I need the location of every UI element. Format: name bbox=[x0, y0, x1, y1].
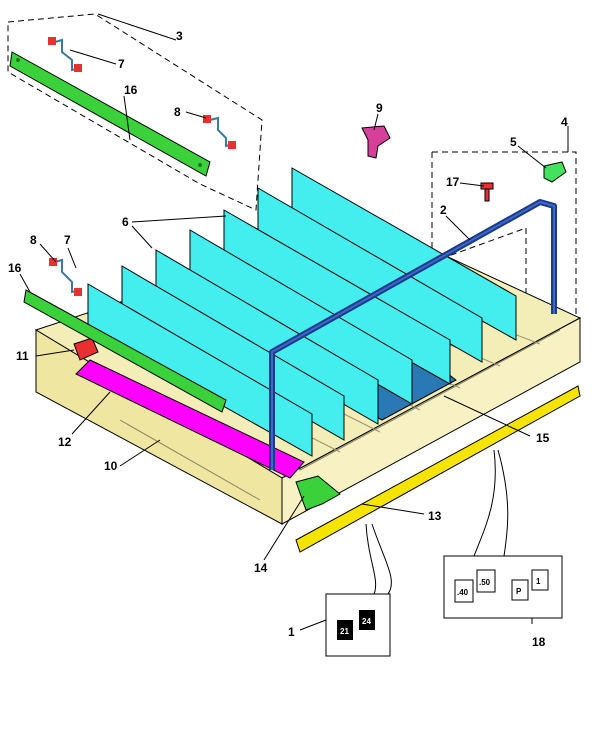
chip-label: P bbox=[516, 587, 522, 596]
part-14-pusher bbox=[295, 475, 341, 511]
inset-18-chips: .40 .50 P 1 bbox=[454, 569, 549, 603]
leader-lines bbox=[19, 13, 569, 631]
callout-15: 15 bbox=[536, 431, 550, 445]
callout-18: 18 bbox=[532, 635, 546, 649]
part-6-dividers bbox=[87, 167, 517, 457]
callout-12: 12 bbox=[58, 435, 72, 449]
callout-labels: 1 2 3 4 5 6 7 7 8 8 9 10 11 12 13 14 15 … bbox=[8, 29, 568, 649]
chip-label: 24 bbox=[362, 617, 371, 626]
callout-16-upper: 16 bbox=[124, 83, 138, 97]
divider bbox=[87, 283, 313, 457]
callout-14: 14 bbox=[254, 561, 268, 575]
inset-4-boundary-diag bbox=[431, 227, 527, 263]
part-16-strip-upper bbox=[9, 51, 211, 177]
callout-6: 6 bbox=[122, 215, 129, 229]
callout-11: 11 bbox=[16, 349, 29, 363]
callout-3: 3 bbox=[176, 29, 183, 43]
inset-1-box bbox=[325, 593, 391, 657]
chip-label: 21 bbox=[340, 627, 349, 636]
part-7-8-springs-lower bbox=[49, 258, 82, 296]
callout-9: 9 bbox=[376, 101, 383, 115]
divider bbox=[291, 167, 517, 341]
chip-label: 1 bbox=[536, 577, 541, 586]
callout-16-lower: 16 bbox=[8, 261, 22, 275]
part-7-spring-upper bbox=[48, 37, 82, 72]
callout-8-upper: 8 bbox=[174, 105, 181, 119]
inset-1-chips: 21 24 bbox=[337, 610, 375, 640]
callout-13: 13 bbox=[428, 509, 442, 523]
callout-4: 4 bbox=[561, 115, 568, 129]
strip-hole bbox=[198, 163, 202, 167]
part-17-screw bbox=[480, 182, 494, 202]
callout-17: 17 bbox=[446, 175, 460, 189]
part-13-front-rail bbox=[295, 385, 581, 553]
rod-highlight bbox=[271, 201, 555, 470]
callout-10: 10 bbox=[104, 459, 118, 473]
part-9-clip bbox=[361, 125, 391, 159]
callout-1: 1 bbox=[288, 625, 295, 639]
part-8-spring-upper bbox=[203, 115, 236, 149]
inset-3-boundary bbox=[7, 13, 263, 211]
chip-label: .50 bbox=[479, 578, 491, 587]
strip-hole bbox=[16, 58, 20, 62]
callout-2: 2 bbox=[440, 203, 447, 217]
part-16-strip-lower bbox=[23, 289, 227, 413]
part-12-pusher-plate bbox=[75, 359, 305, 479]
part-5-holder bbox=[543, 161, 567, 183]
callout-7-lower: 7 bbox=[64, 233, 71, 247]
part-11-clip bbox=[73, 337, 99, 361]
callout-5: 5 bbox=[510, 135, 517, 149]
callout-7-upper: 7 bbox=[118, 57, 125, 71]
chip-label: .40 bbox=[457, 588, 469, 597]
callout-8-lower: 8 bbox=[30, 233, 37, 247]
